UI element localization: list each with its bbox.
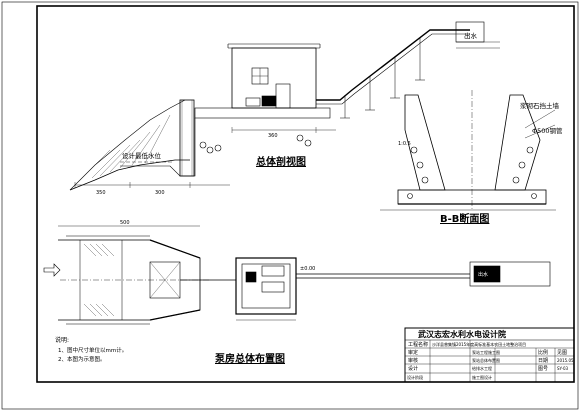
title-block-company: 武汉志宏水利水电设计院 xyxy=(418,329,506,339)
title-block-row2-label: 审定 xyxy=(408,349,418,356)
title-block-row2-value: 泵站工程施工图 xyxy=(472,349,500,355)
overall-section-view xyxy=(69,21,500,191)
title-block-row4-value: 给排水工程 xyxy=(472,365,492,371)
notes-line-2: 2、本图为示意图。 xyxy=(58,355,106,363)
label-slope-wall: 浆砌石挡土墙 xyxy=(520,101,560,110)
dim-3: 500 xyxy=(120,220,130,226)
label-plan-pipe: 出水 xyxy=(478,271,488,278)
title-block-row2-scale-label: 比例 xyxy=(538,349,548,356)
title-block-row4-label: 设计 xyxy=(408,365,418,372)
title-block-row3-date-value: 2015.05 xyxy=(557,358,574,363)
title-block-row3-label: 审核 xyxy=(408,357,418,364)
bb-section-view xyxy=(380,90,556,211)
dim-2: 300 xyxy=(155,190,165,196)
label-slope-ratio: 1:0.5 xyxy=(398,141,411,147)
label-outlet: 出水 xyxy=(464,31,478,40)
title-block-row4-drawing-label: 图号 xyxy=(538,366,548,372)
title-block-row5-value: 施工图设计 xyxy=(472,374,492,380)
title-block-row2-scale-value: 见图 xyxy=(557,350,567,356)
notes-heading: 说明: xyxy=(55,336,69,344)
title-block-project-label: 工程名称 xyxy=(408,341,428,348)
title-block-project-value: 沙洋县曾集镇2015年度高标准基本农田土地整治项目 xyxy=(432,341,526,347)
dim-4: 360 xyxy=(268,133,278,139)
title-block-row4-drawing-value: SY-03 xyxy=(557,366,568,371)
label-elevation: ±0.00 xyxy=(300,266,315,272)
title-pump-plan: 泵房总体布置图 xyxy=(215,352,285,365)
label-pipe: Φ500钢管 xyxy=(532,126,563,135)
title-block xyxy=(404,327,575,383)
inner-border xyxy=(36,5,575,383)
title-overall-section: 总体剖视图 xyxy=(256,155,306,168)
title-block-row3-value: 泵站总体布置图 xyxy=(472,357,500,363)
title-bb-section: B-B断面图 xyxy=(440,212,489,225)
pump-plan-view xyxy=(43,225,551,325)
title-block-row5-label: 设计阶段 xyxy=(407,374,423,380)
label-water-level: 设计最低水位 xyxy=(122,151,162,160)
title-block-row3-date-label: 日期 xyxy=(538,358,548,364)
notes-line-1: 1、图中尺寸单位以mm计。 xyxy=(58,346,127,354)
dim-1: 350 xyxy=(96,190,106,196)
